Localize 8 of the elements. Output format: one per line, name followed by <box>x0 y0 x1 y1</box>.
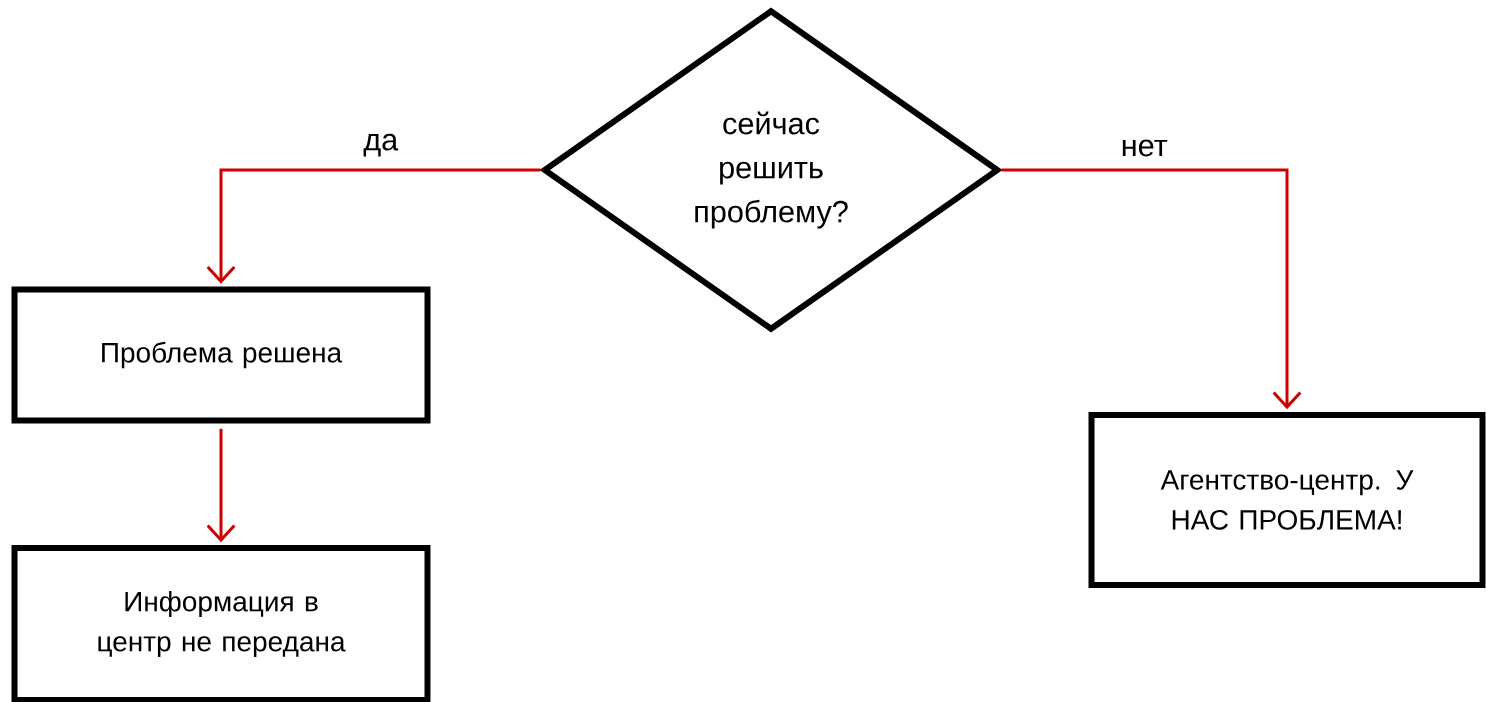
arrow <box>1001 168 1302 410</box>
arrow <box>206 428 236 543</box>
process-box: Информация в центр не передана <box>11 545 431 702</box>
process-box: Агентство-центр. У НАС ПРОБЛЕМА! <box>1088 412 1486 588</box>
process-box: Проблема решена <box>11 286 431 424</box>
arrow <box>206 168 541 284</box>
edge-label: да <box>360 131 401 160</box>
edge-label: нет <box>1118 136 1171 160</box>
